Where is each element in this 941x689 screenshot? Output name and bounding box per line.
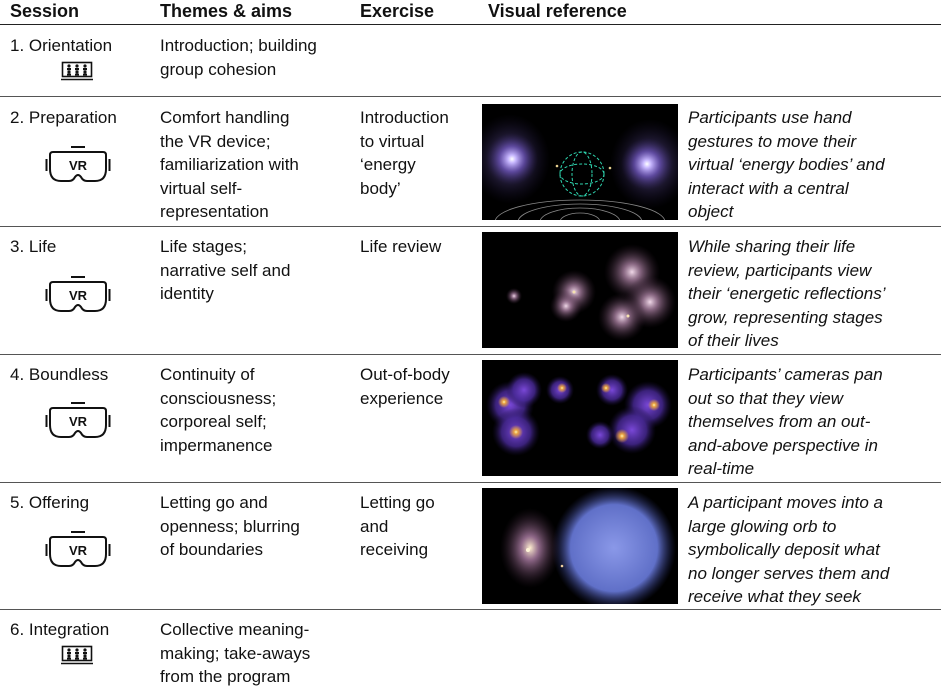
vr-headset-icon: VR xyxy=(45,145,111,192)
vr-headset-icon: VR xyxy=(45,401,111,448)
row-divider xyxy=(0,609,941,610)
themes-text: Comfort handling the VR device; familiar… xyxy=(160,108,299,221)
exercise-text: Letting go and receiving xyxy=(360,493,435,559)
themes-text: Life stages; narrative self and identity xyxy=(160,237,291,303)
row-divider xyxy=(0,354,941,355)
themes-text: Continuity of consciousness; corporeal s… xyxy=(160,365,277,455)
vr-icon-label: VR xyxy=(69,158,88,173)
vr-headset-icon: VR xyxy=(45,530,111,577)
themes-text: Introduction; building group cohesion xyxy=(160,36,317,79)
header-session: Session xyxy=(10,1,80,21)
group-meeting-icon xyxy=(61,61,93,86)
caption-text: A participant moves into a large glowing… xyxy=(688,493,890,606)
exercise-text: Life review xyxy=(360,237,442,256)
vr-icon-label: VR xyxy=(69,414,88,429)
visual-glowing-orb-image xyxy=(482,488,678,604)
session-name: 6. Integration xyxy=(10,620,110,639)
session-name: 2. Preparation xyxy=(10,108,117,127)
vr-icon-label: VR xyxy=(69,543,88,558)
themes-text: Collective meaning- making; take-aways f… xyxy=(160,620,311,686)
header-exercise: Exercise xyxy=(360,1,435,21)
session-name: 4. Boundless xyxy=(10,365,109,384)
caption-text: While sharing their life review, partici… xyxy=(688,237,886,350)
row-divider xyxy=(0,226,941,227)
visual-life-review-image xyxy=(482,232,678,348)
header-rule xyxy=(0,24,941,25)
header-visual-reference: Visual reference xyxy=(488,1,627,21)
row-divider xyxy=(0,96,941,97)
session-name: 3. Life xyxy=(10,237,57,256)
visual-energy-bodies-image xyxy=(482,104,678,220)
themes-text: Letting go and openness; blurring of bou… xyxy=(160,493,300,559)
session-name: 5. Offering xyxy=(10,493,90,512)
exercise-text: Out-of-body experience xyxy=(360,365,450,408)
row-divider xyxy=(0,482,941,483)
caption-text: Participants use hand gestures to move t… xyxy=(688,108,885,221)
caption-text: Participants’ cameras pan out so that th… xyxy=(688,365,883,478)
group-meeting-icon xyxy=(61,645,93,670)
header-themes: Themes & aims xyxy=(160,1,293,21)
session-name: 1. Orientation xyxy=(10,36,113,55)
visual-out-of-body-image xyxy=(482,360,678,476)
exercise-text: Introduction to virtual ‘energy body’ xyxy=(360,108,449,198)
vr-headset-icon: VR xyxy=(45,275,111,322)
vr-icon-label: VR xyxy=(69,288,88,303)
